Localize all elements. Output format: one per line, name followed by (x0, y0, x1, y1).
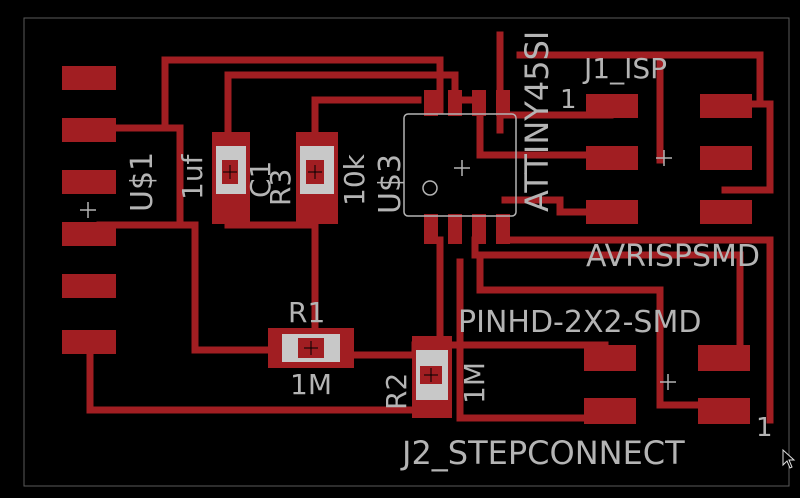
label-us3: U$3 (373, 154, 408, 214)
pad-j1-6 (700, 200, 752, 224)
pad-j1-3 (586, 200, 638, 224)
label-c1: C1 (244, 161, 277, 198)
pad-j2-4 (698, 398, 750, 424)
label-r3: R3 (264, 169, 297, 206)
pad-j2-3 (698, 345, 750, 371)
label-r2: R2 (380, 373, 413, 410)
label-r3-value: 10k (338, 153, 371, 206)
label-r1: R1 (288, 296, 325, 329)
label-pin1-bottom: 1 (756, 413, 773, 443)
pad-us1-1 (62, 66, 116, 90)
pad-j1-2 (586, 146, 638, 170)
label-j2: J2_STEPCONNECT (400, 434, 685, 472)
label-pin1-top: 1 (560, 85, 577, 115)
label-pinhd: PINHD-2X2-SMD (458, 305, 701, 340)
pad-j1-5 (700, 146, 752, 170)
pad-j1-1 (586, 94, 638, 118)
board-outline (23, 17, 790, 487)
label-j1: J1_ISP (582, 52, 667, 85)
pad-us1-5 (62, 274, 116, 298)
label-attiny: ATTINY45SI (518, 31, 556, 212)
mouse-cursor-icon (782, 448, 796, 469)
label-us1: U$1 (125, 152, 160, 212)
pad-j1-4 (700, 94, 752, 118)
label-avrisp: AVRISPSMD (586, 239, 760, 274)
attiny-outline (403, 113, 517, 217)
pad-j2-1 (584, 345, 636, 371)
silkscreen (80, 113, 676, 390)
pad-j2-2 (584, 398, 636, 424)
pad-us1-6 (62, 330, 116, 354)
label-r2-value: 1M (458, 362, 491, 404)
label-r1-value: 1M (290, 368, 332, 401)
pad-us1-2 (62, 118, 116, 142)
pad-us1-3 (62, 170, 116, 194)
copper-traces (86, 31, 774, 424)
pad-us1-4 (62, 222, 116, 246)
label-c1-value: 1uf (176, 153, 209, 200)
